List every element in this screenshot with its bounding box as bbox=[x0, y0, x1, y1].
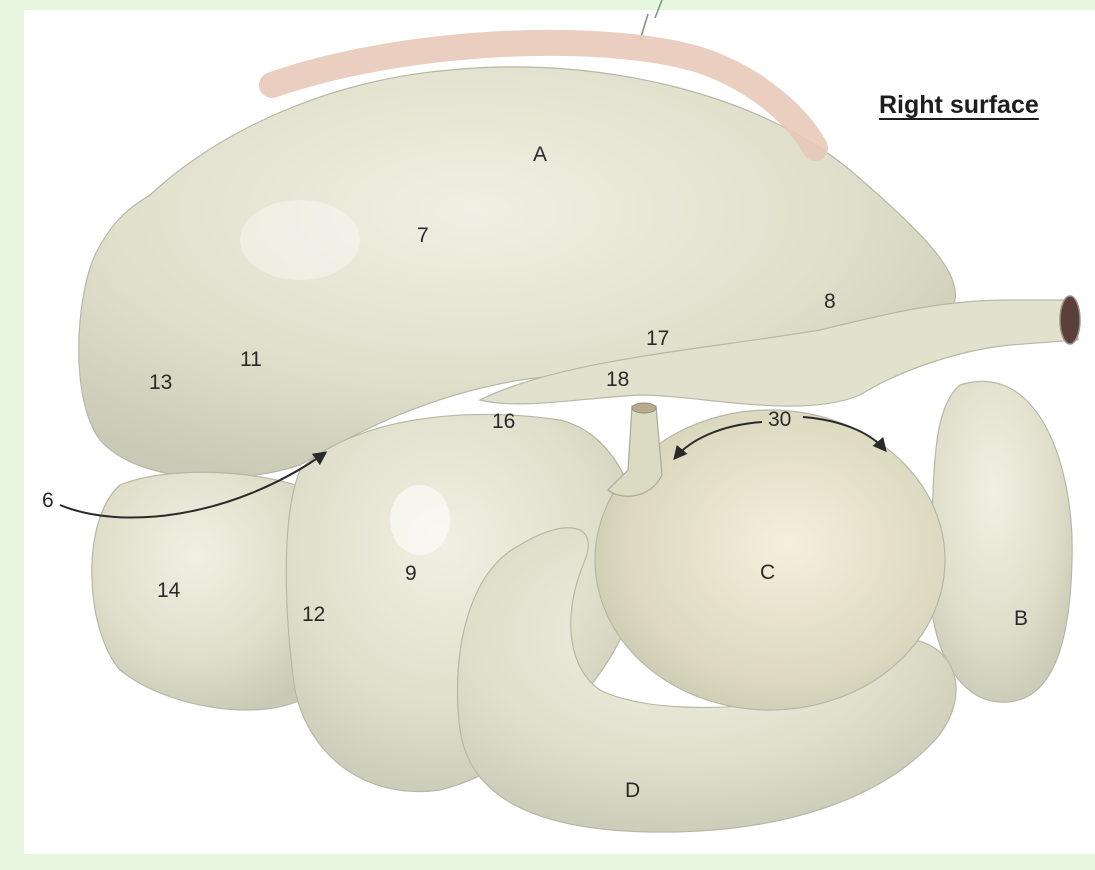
figure-title: Right surface bbox=[879, 91, 1039, 119]
label-30: 30 bbox=[768, 408, 792, 431]
tube-d bbox=[457, 527, 957, 833]
label-13: 13 bbox=[149, 371, 173, 394]
vessel-17 bbox=[478, 299, 1079, 407]
label-18: 18 bbox=[606, 368, 630, 391]
label-9: 9 bbox=[405, 562, 417, 585]
label-8: 8 bbox=[824, 290, 836, 313]
lobe-b bbox=[928, 380, 1073, 703]
label-16: 16 bbox=[492, 410, 516, 433]
label-b: B bbox=[1014, 607, 1029, 630]
label-a: A bbox=[533, 143, 548, 166]
vessel-opening bbox=[1059, 295, 1081, 345]
arrow-30-right bbox=[802, 416, 887, 453]
ball-c bbox=[594, 409, 946, 711]
small-tube bbox=[607, 405, 663, 497]
label-17: 17 bbox=[646, 327, 670, 350]
arrow-6 bbox=[59, 451, 328, 519]
pen-mark bbox=[639, 0, 663, 41]
annotation-band bbox=[259, 29, 828, 161]
label-d: D bbox=[625, 779, 641, 802]
label-14: 14 bbox=[157, 579, 181, 602]
label-c: C bbox=[760, 561, 776, 584]
label-12: 12 bbox=[302, 603, 326, 626]
label-6: 6 bbox=[42, 489, 54, 512]
arrow-30 bbox=[673, 421, 763, 461]
label-7: 7 bbox=[417, 224, 429, 247]
label-11: 11 bbox=[240, 348, 262, 371]
